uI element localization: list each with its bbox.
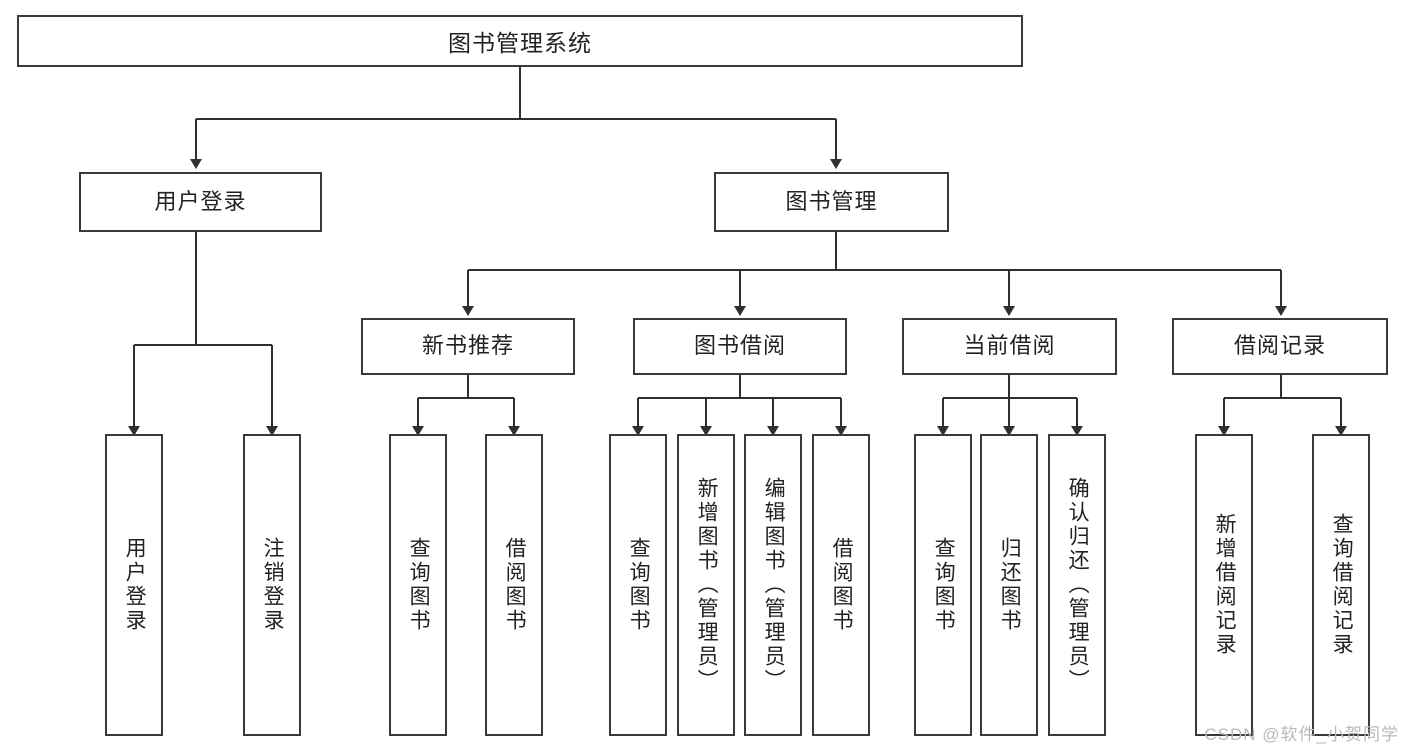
node-leaf-user-login[interactable]: 用户登录 xyxy=(105,434,163,736)
node-root-book-management-system[interactable]: 图书管理系统 xyxy=(17,15,1023,67)
node-label: 借阅记录 xyxy=(1233,333,1326,359)
node-current-borrowing[interactable]: 当前借阅 xyxy=(902,318,1117,375)
node-label: 图书管理 xyxy=(785,188,878,214)
node-book-borrowing[interactable]: 图书借阅 xyxy=(633,318,847,375)
node-label: 归还图书 xyxy=(998,537,1022,633)
node-label: 查询图书 xyxy=(407,537,431,633)
node-label: 借阅图书 xyxy=(830,537,854,633)
node-label: 注销登录 xyxy=(261,537,285,633)
node-label: 编辑图书（管理员） xyxy=(762,477,786,693)
node-new-book-recommendation[interactable]: 新书推荐 xyxy=(361,318,575,375)
node-leaf-record-add[interactable]: 新增借阅记录 xyxy=(1195,434,1253,736)
node-label: 查询图书 xyxy=(627,537,651,633)
node-borrowing-record[interactable]: 借阅记录 xyxy=(1172,318,1388,375)
node-leaf-current-confirm-return-admin[interactable]: 确认归还（管理员） xyxy=(1048,434,1106,736)
node-label: 当前借阅 xyxy=(963,333,1056,359)
node-label: 新增借阅记录 xyxy=(1213,513,1237,657)
node-leaf-current-return-book[interactable]: 归还图书 xyxy=(980,434,1038,736)
node-leaf-borrow-add-book-admin[interactable]: 新增图书（管理员） xyxy=(677,434,735,736)
node-leaf-rec-borrow-book[interactable]: 借阅图书 xyxy=(485,434,543,736)
node-leaf-rec-query-book[interactable]: 查询图书 xyxy=(389,434,447,736)
node-label: 用户登录 xyxy=(123,537,147,633)
node-leaf-borrow-borrow-book[interactable]: 借阅图书 xyxy=(812,434,870,736)
node-book-management[interactable]: 图书管理 xyxy=(714,172,949,232)
node-leaf-user-logout[interactable]: 注销登录 xyxy=(243,434,301,736)
node-leaf-current-query-book[interactable]: 查询图书 xyxy=(914,434,972,736)
node-leaf-record-query[interactable]: 查询借阅记录 xyxy=(1312,434,1370,736)
node-label: 查询借阅记录 xyxy=(1330,513,1354,657)
node-label: 查询图书 xyxy=(932,537,956,633)
node-label: 新增图书（管理员） xyxy=(695,477,719,693)
node-label: 确认归还（管理员） xyxy=(1066,477,1090,693)
node-leaf-borrow-query-book[interactable]: 查询图书 xyxy=(609,434,667,736)
node-user-login[interactable]: 用户登录 xyxy=(79,172,322,232)
node-label: 新书推荐 xyxy=(421,333,514,359)
node-label: 用户登录 xyxy=(154,188,247,214)
node-label: 借阅图书 xyxy=(503,537,527,633)
node-leaf-borrow-edit-book-admin[interactable]: 编辑图书（管理员） xyxy=(744,434,802,736)
node-label: 图书管理系统 xyxy=(448,30,592,56)
node-label: 图书借阅 xyxy=(693,333,786,359)
